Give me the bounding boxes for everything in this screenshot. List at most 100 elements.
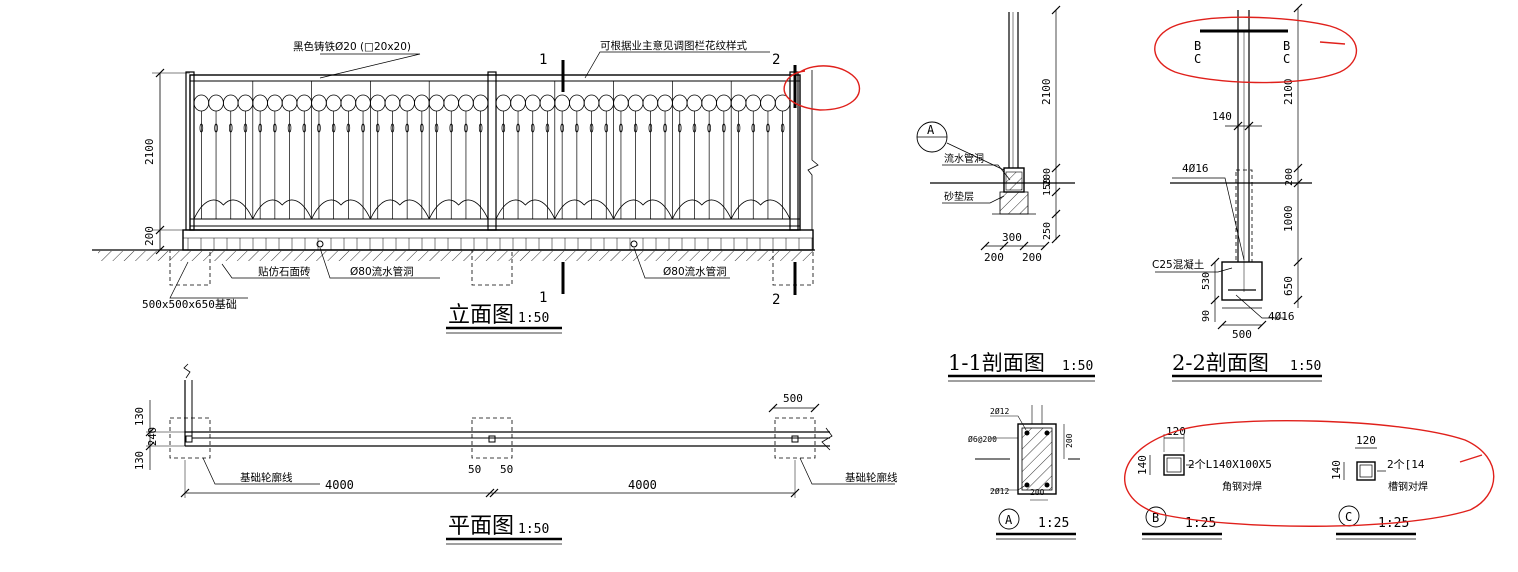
fence-oval <box>583 94 600 112</box>
fence-bar-drop <box>530 123 535 133</box>
section2-b-left: B <box>1194 39 1201 53</box>
fence-bar-drop <box>751 123 755 133</box>
detail-b-angle-section <box>1163 454 1185 476</box>
fence-oval <box>701 94 717 112</box>
red-markup-annotations <box>783 16 1495 527</box>
fence-oval <box>716 94 732 112</box>
fence-bar-drop <box>199 123 204 133</box>
plan-dim-130-top: 130 <box>134 407 146 426</box>
fence-bars <box>199 81 785 219</box>
fence-oval <box>525 94 541 112</box>
section-mark-2-bottom: 2 <box>772 292 780 308</box>
plan-title: 平面图 <box>448 514 514 539</box>
plan-foundation-middle <box>471 417 513 459</box>
fence-bar-drop <box>434 123 439 133</box>
fence-bar-drop <box>545 123 550 133</box>
elevation-scale: 1:50 <box>518 311 549 326</box>
detail-a-stirrup: Ø6@200 <box>968 434 997 444</box>
detail-b-note: 角钢对焊 <box>1222 480 1262 493</box>
detail-a-dim-right: 200 <box>1065 433 1074 448</box>
section-mark-1-bottom: 1 <box>539 290 547 306</box>
fence-oval <box>627 94 644 112</box>
fence-oval <box>745 94 762 112</box>
drain-hole-label-left: Ø80流水管洞 <box>350 265 414 278</box>
drain-hole-label-right: Ø80流水管洞 <box>663 265 727 278</box>
fence-oval-ornaments <box>193 94 791 112</box>
section2-dim-90: 90 <box>1201 310 1212 322</box>
detail-b-scale: 1:25 <box>1185 516 1216 531</box>
fence-oval <box>613 94 629 112</box>
fence-oval <box>686 94 703 112</box>
fence-arch <box>370 199 430 220</box>
section2-dim-530: 530 <box>1201 272 1212 290</box>
fence-oval <box>495 94 512 112</box>
section1-dim-200-right: 200 <box>1022 251 1042 264</box>
section1-title: 1-1剖面图 <box>948 351 1045 375</box>
fence-oval <box>414 94 430 112</box>
elevation-ground-hatch <box>98 251 813 261</box>
fence-oval <box>296 94 312 112</box>
markup-circle-section2 <box>1154 16 1358 84</box>
detail-a-dim-bottom: 200 <box>1030 488 1045 497</box>
detail-a-bottom-bar: 2Ø12 <box>990 486 1009 496</box>
fence-bar-drop <box>722 123 726 133</box>
fence-bar-drop <box>302 123 307 133</box>
detail-a-view <box>975 405 1080 540</box>
section-1-1-view <box>916 5 1095 382</box>
fence-bar-drop <box>516 123 520 133</box>
fence-bar-drop <box>589 123 594 133</box>
brick-joints <box>187 238 813 250</box>
section2-dim-140: 140 <box>1212 110 1232 123</box>
fence-bar-drop <box>376 123 380 133</box>
plan-foundation-left <box>169 417 211 459</box>
fence-bar-drop <box>692 123 697 133</box>
fence-bar-drop <box>214 123 218 133</box>
fence-oval <box>193 94 210 112</box>
section2-title: 2-2剖面图 <box>1172 351 1269 375</box>
section1-dim-200-left: 200 <box>984 251 1004 264</box>
detail-b-bubble <box>1145 506 1167 528</box>
plan-view <box>145 363 895 545</box>
section-mark-2-top: 2 <box>772 52 780 68</box>
plan-dim-240: 240 <box>147 427 159 446</box>
fence-oval <box>443 94 459 112</box>
plan-span-right: 4000 <box>628 478 657 492</box>
elevation-view <box>92 51 819 334</box>
fence-bar-drop <box>229 123 233 133</box>
fence-oval <box>510 94 526 112</box>
section2-b-right: B <box>1283 39 1290 53</box>
section1-drain-label: 流水管洞 <box>944 152 984 165</box>
fence-bar-drop <box>663 123 667 133</box>
fence-bar-drop <box>619 123 623 133</box>
section1-height-dim: 2100 <box>1040 79 1053 106</box>
fence-oval <box>208 94 224 112</box>
fence-oval <box>355 94 371 112</box>
fence-oval <box>222 94 239 112</box>
fence-bar-drop <box>780 123 785 133</box>
fence-bar-drop <box>405 123 409 133</box>
fence-bar-drop <box>677 123 682 133</box>
fence-oval <box>384 94 401 112</box>
fence-oval <box>281 94 298 112</box>
fence-arch <box>311 199 371 220</box>
section1-ref-bubble-text: A <box>927 123 935 137</box>
fence-oval <box>267 94 283 112</box>
fence-oval <box>569 94 585 112</box>
fence-bar-drop <box>575 123 579 133</box>
detail-c-channel-section <box>1356 461 1376 481</box>
fence-oval <box>672 94 688 112</box>
foundation-middle <box>471 249 513 286</box>
fence-arch <box>193 199 254 220</box>
fence-bar-drop <box>390 123 395 133</box>
foundation-right <box>772 249 814 286</box>
detail-c-spec: 2个[14 <box>1387 458 1425 471</box>
fence-oval <box>252 94 268 112</box>
section2-scale: 1:50 <box>1290 359 1321 374</box>
plan-dim-130-bottom: 130 <box>134 451 146 470</box>
fence-bar-drop <box>449 123 454 133</box>
fence-oval <box>325 94 342 112</box>
drain-hole-left <box>316 240 324 248</box>
plan-scale: 1:50 <box>518 522 549 537</box>
plan-gap-left: 50 <box>468 463 481 476</box>
detail-c-height-dim: 140 <box>1330 460 1343 480</box>
